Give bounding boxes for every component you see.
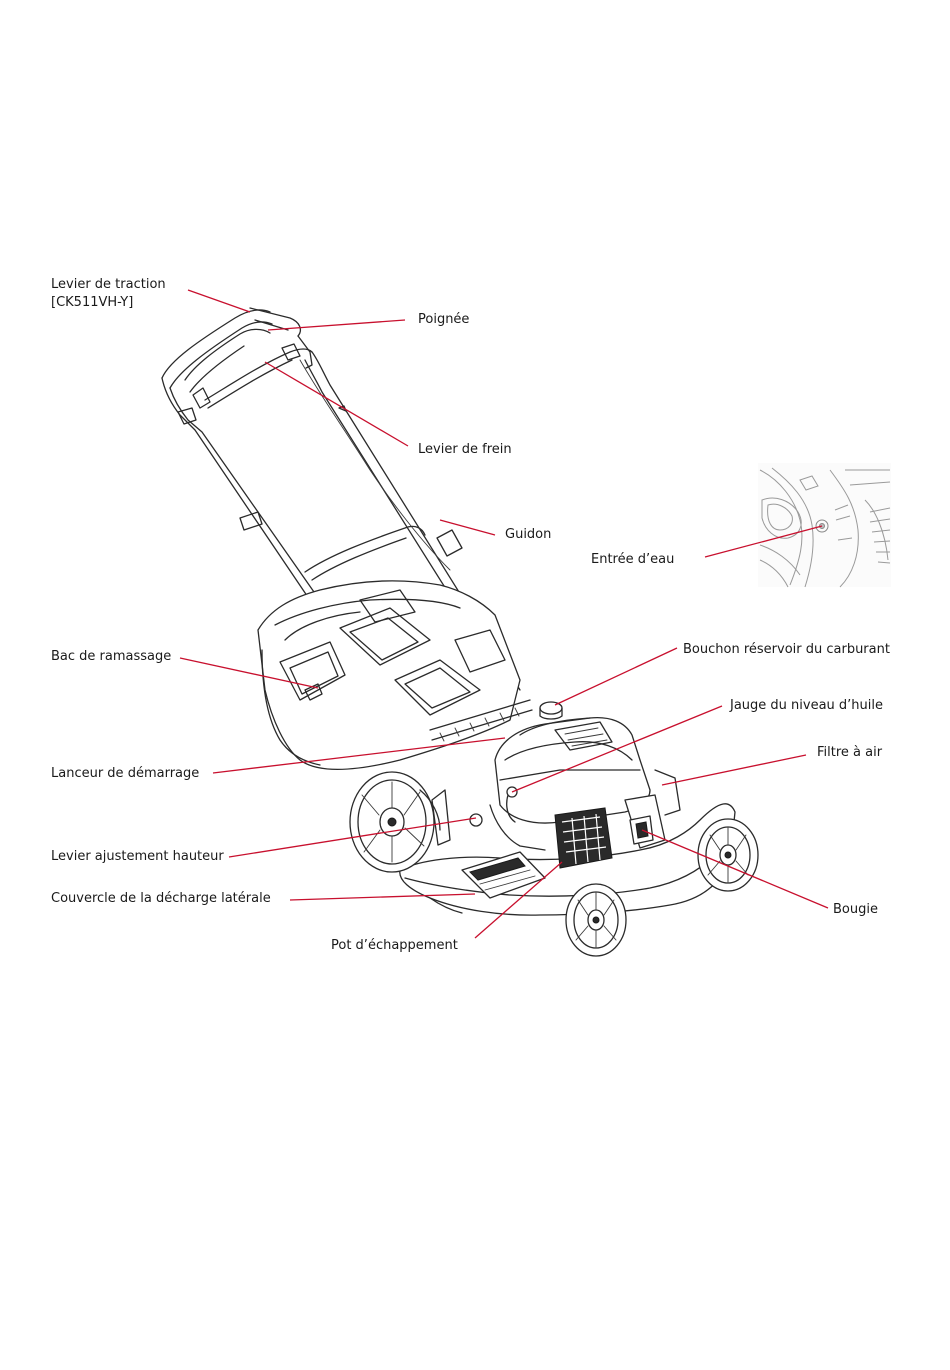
label-air-filter: Filtre à air <box>817 744 882 761</box>
label-handle: Poignée <box>418 311 469 328</box>
label-exhaust: Pot d’échappement <box>331 937 458 954</box>
water-inlet-inset <box>758 463 891 587</box>
leader-fuel-cap <box>555 648 677 705</box>
rear-wheel <box>350 772 440 872</box>
label-traction-lever-model: [CK511VH-Y] <box>51 294 133 311</box>
mower-drawing <box>162 308 758 956</box>
label-height-lever: Levier ajustement hauteur <box>51 848 224 865</box>
leader-air-filter <box>662 755 806 785</box>
label-water-inlet: Entrée d’eau <box>591 551 674 568</box>
label-oil-dipstick: Jauge du niveau d’huile <box>730 697 883 714</box>
label-starter: Lanceur de démarrage <box>51 765 199 782</box>
leader-traction-lever <box>188 290 250 312</box>
front-wheel-right <box>698 819 758 891</box>
label-handlebar: Guidon <box>505 526 551 543</box>
front-wheel-left <box>566 884 626 956</box>
label-spark-plug: Bougie <box>833 901 878 918</box>
label-traction-lever: Levier de traction <box>51 276 166 293</box>
label-brake-lever: Levier de frein <box>418 441 512 458</box>
label-grass-bag: Bac de ramassage <box>51 648 171 665</box>
label-side-discharge-cover: Couvercle de la décharge latérale <box>51 890 271 907</box>
leader-handlebar <box>440 520 495 535</box>
label-fuel-cap: Bouchon réservoir du carburant <box>683 641 890 658</box>
leader-brake-lever <box>265 362 408 446</box>
leader-handle <box>268 320 405 330</box>
